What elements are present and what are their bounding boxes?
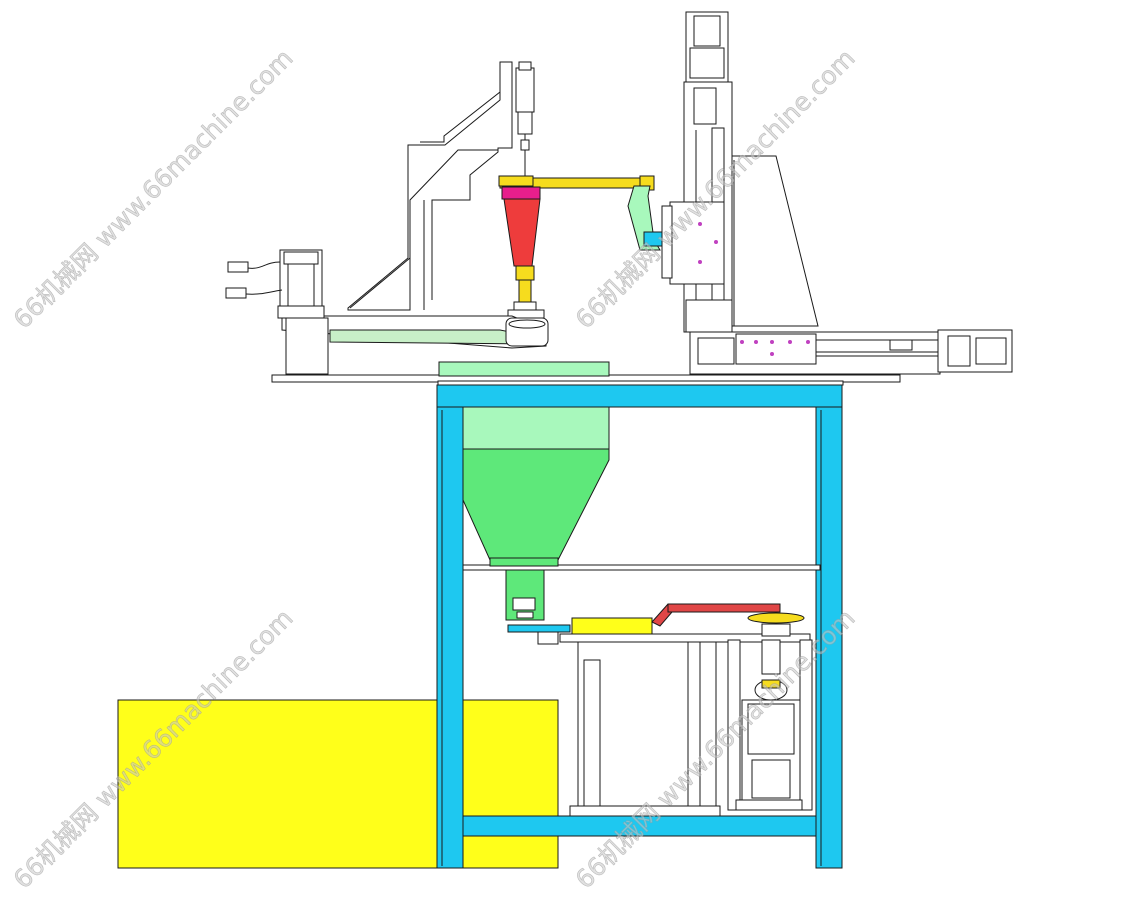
lower-base-plate [437,380,844,386]
pneumatic-cylinder [515,67,535,113]
frame-right-leg [815,406,843,869]
connector-2 [225,287,247,299]
hopper [438,361,610,621]
red-link [667,603,781,613]
feeder-mechanism [507,603,813,817]
upper-left-frame [347,61,535,311]
frame-top-beam [436,384,843,408]
red-cone [503,198,541,267]
blue-frame [436,384,843,869]
cone-assembly [498,175,665,319]
yellow-slider [571,617,653,635]
left-motor [225,249,325,319]
magenta-cap [501,186,541,200]
yellow-block [117,699,559,869]
connector-1 [227,261,249,273]
vertical-linear-module [661,11,819,333]
frame-left-leg [436,406,464,869]
frame-mid-shelf [462,564,821,571]
watermark-1: 66机械网 www.66machine.com [8,43,299,334]
belt-arm [281,315,549,375]
horizontal-linear-module [689,329,1013,375]
